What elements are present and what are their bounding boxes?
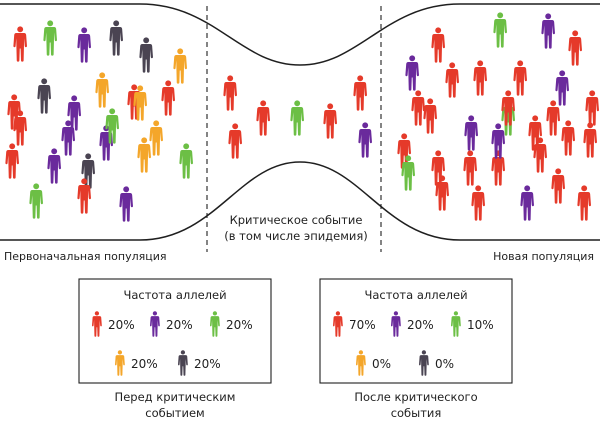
new-population-figures bbox=[397, 12, 599, 221]
person-icon bbox=[109, 20, 123, 56]
allele-person-icon bbox=[210, 311, 220, 337]
before-frequency-header: Частота аллелей bbox=[123, 288, 226, 302]
person-icon bbox=[47, 148, 61, 184]
after-frequency-box bbox=[319, 278, 513, 384]
person-icon bbox=[541, 13, 555, 49]
person-icon bbox=[161, 80, 175, 116]
allele-person-icon bbox=[451, 311, 461, 337]
person-icon bbox=[323, 103, 337, 139]
before-caption-line2: событием bbox=[145, 406, 204, 420]
person-icon bbox=[228, 123, 242, 159]
person-icon bbox=[577, 185, 591, 221]
allele-percent-dark: 0% bbox=[435, 357, 454, 371]
person-icon bbox=[290, 100, 304, 136]
person-icon bbox=[464, 115, 478, 151]
before-frequency-box bbox=[78, 278, 272, 384]
person-icon bbox=[77, 27, 91, 63]
allele-percent-red: 20% bbox=[108, 318, 135, 332]
person-icon bbox=[463, 150, 477, 186]
person-icon bbox=[431, 27, 445, 63]
new-population-label: Новая популяция bbox=[493, 250, 594, 263]
person-icon bbox=[473, 60, 487, 96]
allele-percent-orange: 0% bbox=[372, 357, 391, 371]
allele-percent-green: 20% bbox=[226, 318, 253, 332]
person-icon bbox=[37, 78, 51, 114]
person-icon bbox=[179, 143, 193, 179]
allele-person-icon bbox=[391, 311, 401, 337]
allele-person-icon bbox=[178, 350, 188, 376]
after-frequency-legend: 70% 20% 10% 0% 0% bbox=[333, 311, 494, 376]
person-icon bbox=[533, 137, 547, 173]
person-icon bbox=[568, 30, 582, 66]
allele-person-icon bbox=[356, 350, 366, 376]
person-icon bbox=[491, 150, 505, 186]
person-icon bbox=[223, 75, 237, 111]
initial-population-label: Первоначальная популяция bbox=[4, 250, 167, 263]
person-icon bbox=[561, 120, 575, 156]
person-icon bbox=[139, 37, 153, 73]
allele-person-icon bbox=[419, 350, 429, 376]
person-icon bbox=[173, 48, 187, 84]
allele-percent-green: 10% bbox=[467, 318, 494, 332]
allele-person-icon bbox=[115, 350, 125, 376]
allele-percent-orange: 20% bbox=[131, 357, 158, 371]
person-icon bbox=[137, 137, 151, 173]
person-icon bbox=[95, 72, 109, 108]
person-icon bbox=[29, 183, 43, 219]
allele-percent-dark: 20% bbox=[194, 357, 221, 371]
person-icon bbox=[119, 186, 133, 222]
bottleneck-bottom-curve bbox=[0, 161, 600, 241]
person-icon bbox=[13, 26, 27, 62]
person-icon bbox=[551, 168, 565, 204]
person-icon bbox=[513, 60, 527, 96]
person-icon bbox=[520, 185, 534, 221]
after-frequency-header: Частота аллелей bbox=[364, 288, 467, 302]
allele-person-icon bbox=[150, 311, 160, 337]
person-icon bbox=[555, 70, 569, 106]
person-icon bbox=[493, 12, 507, 48]
person-icon bbox=[471, 185, 485, 221]
person-icon bbox=[585, 90, 599, 126]
initial-population-figures bbox=[5, 20, 193, 222]
after-caption-line2: события bbox=[391, 406, 442, 420]
allele-percent-red: 70% bbox=[349, 318, 376, 332]
event-label-line2: (в том числе эпидемия) bbox=[224, 229, 368, 243]
person-icon bbox=[583, 122, 597, 158]
person-icon bbox=[411, 90, 425, 126]
allele-percent-purple: 20% bbox=[166, 318, 193, 332]
event-label-line1: Критическое событие bbox=[230, 213, 363, 227]
person-icon bbox=[358, 122, 372, 158]
person-icon bbox=[43, 20, 57, 56]
before-frequency-legend: 20% 20% 20% 20% 20% bbox=[92, 311, 253, 376]
allele-person-icon bbox=[333, 311, 343, 337]
person-icon bbox=[445, 62, 459, 98]
person-icon bbox=[5, 143, 19, 179]
allele-person-icon bbox=[92, 311, 102, 337]
person-icon bbox=[256, 100, 270, 136]
person-icon bbox=[353, 75, 367, 111]
bottleneck-population-figures bbox=[223, 75, 372, 159]
after-caption-line1: После критического bbox=[354, 390, 477, 404]
person-icon bbox=[423, 98, 437, 134]
bottleneck-top-curve bbox=[0, 3, 600, 66]
person-icon bbox=[405, 55, 419, 91]
allele-percent-purple: 20% bbox=[407, 318, 434, 332]
person-icon bbox=[546, 100, 560, 136]
before-caption-line1: Перед критическим bbox=[115, 390, 236, 404]
person-icon bbox=[149, 120, 163, 156]
